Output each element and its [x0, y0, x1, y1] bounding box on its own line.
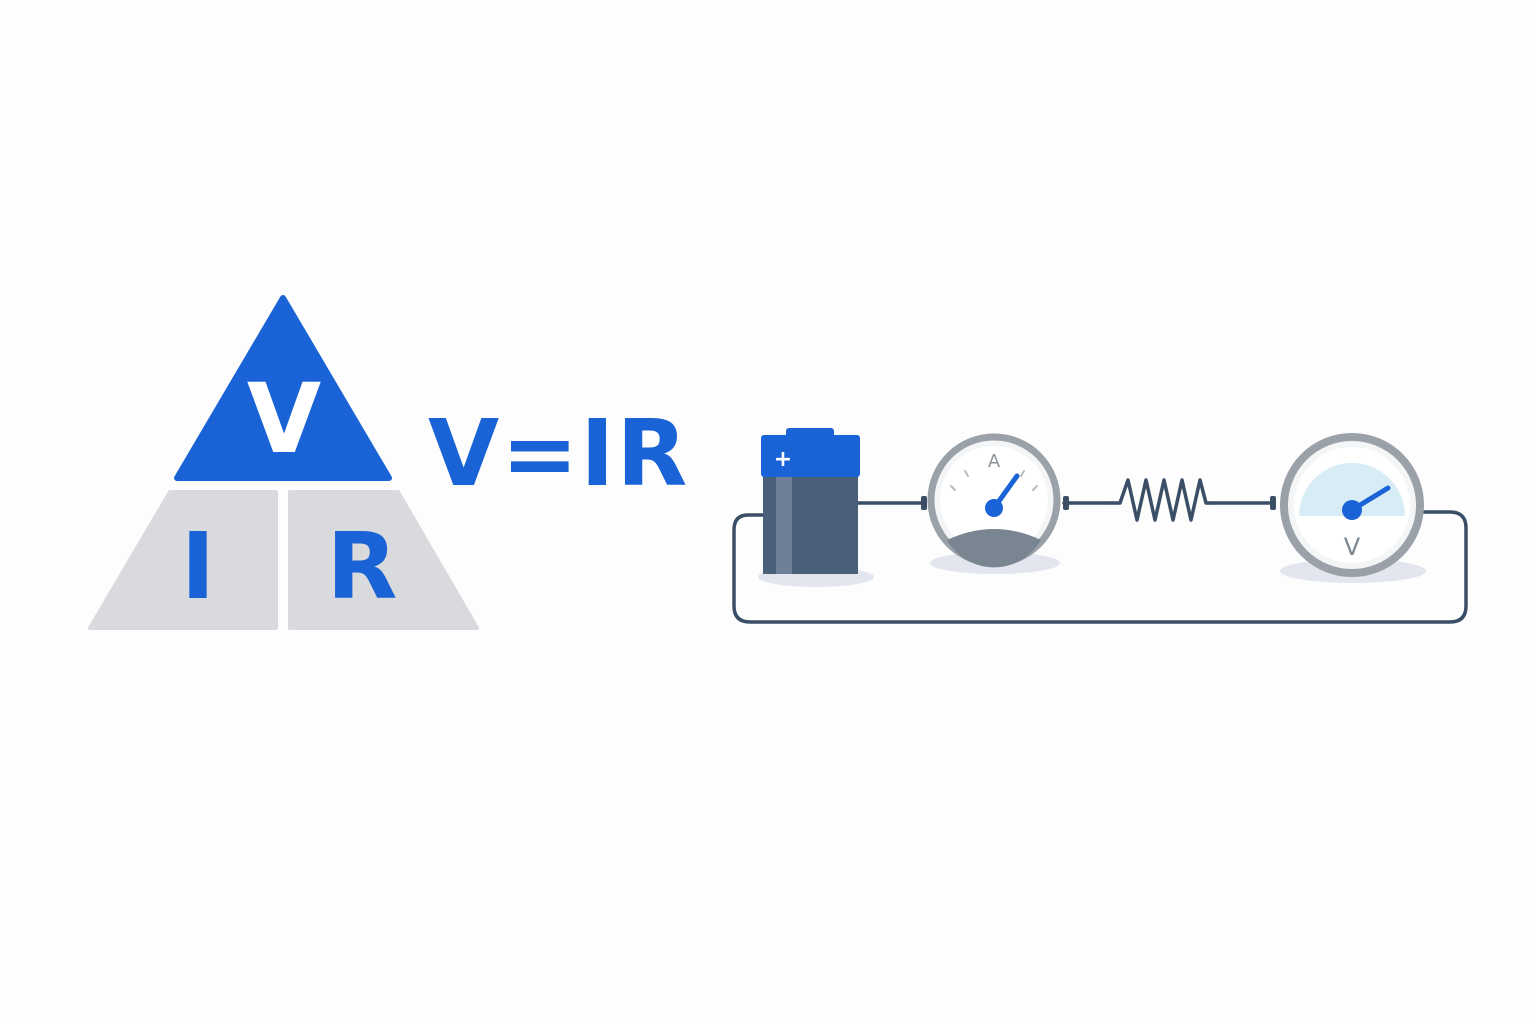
ammeter-scale-ticks: [950, 470, 1038, 491]
wire-return-loop: [732, 510, 1468, 624]
ammeter: A: [927, 433, 1061, 574]
ohms-law-equation: V=IR: [428, 400, 689, 507]
triangle-bottom-right-letter: R: [327, 513, 398, 620]
voltmeter-label: V: [1344, 533, 1361, 561]
triangle-bottom-left-letter: I: [181, 513, 215, 620]
ammeter-label: A: [988, 451, 1001, 472]
ammeter-lower-arc: [947, 529, 1041, 568]
triangle-top-section: [174, 295, 392, 481]
triangle-top-letter: V: [247, 363, 321, 475]
wire-terminals: [921, 496, 1276, 510]
battery-top-band: [761, 435, 860, 477]
triangle-bottom-left-section: [88, 490, 278, 630]
circuit: + A V: [732, 428, 1468, 624]
battery-plus-icon: +: [774, 447, 792, 472]
battery: +: [758, 428, 874, 587]
circuit-wires: [732, 501, 1468, 624]
triangle-bottom-right-section: [288, 490, 479, 630]
resistor-icon: [1110, 478, 1214, 522]
voltmeter-scale-band: [1299, 463, 1405, 516]
voltmeter-pivot: [1342, 500, 1362, 520]
battery-highlight: [776, 474, 792, 574]
ohms-law-triangle: V I R: [88, 295, 479, 630]
voltmeter: V: [1280, 433, 1426, 583]
ammeter-pivot: [985, 499, 1003, 517]
